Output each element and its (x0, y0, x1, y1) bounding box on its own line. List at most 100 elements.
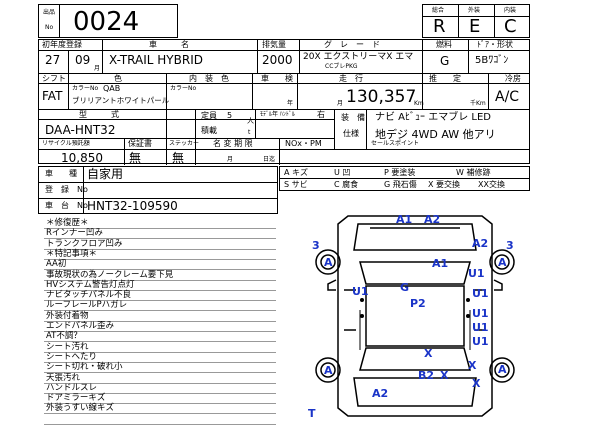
body-value: 5Bﾜｺﾞﾝ (475, 55, 509, 66)
mark-a2-front: A2 (424, 213, 441, 226)
ac-label: 冷房 (505, 74, 521, 83)
legend-w: W 補修跡 (456, 168, 491, 177)
interior-grade-label: 内装 (504, 7, 517, 14)
chassis-label: 車 台 No (45, 201, 88, 210)
load-unit: t (248, 129, 251, 136)
color-name: ブリリアントホワイトパール (72, 96, 170, 105)
mark-a1-hood: A1 (432, 257, 449, 270)
legend-p: P 要塗装 (384, 168, 416, 177)
note-line: AT不調？ (46, 331, 82, 342)
capacity-unit: 人 (247, 117, 254, 125)
mark-3-right-front: 3 (506, 239, 514, 252)
grade-name-value: 20X エクストリーマX エマ (303, 52, 414, 62)
registration-no-label: 登 録 No (45, 185, 88, 194)
inspection-month-unit: 月 (337, 100, 344, 107)
car-outline (315, 215, 515, 417)
sticker-label: ステッカー (169, 140, 200, 147)
notes-section: ＊修復歴＊Rインナー凹みトランクフロア凹み＊特記事項＊AA初事故現状の為ノークレ… (44, 218, 278, 428)
body-label: ﾄﾞｱ・形状 (477, 40, 513, 49)
model-label: 型 式 (79, 110, 119, 119)
warranty-label: 保証書 (128, 139, 152, 148)
mark-x-rear-window: X (424, 347, 433, 360)
inspection-year-unit: 年 (287, 100, 294, 107)
notes-rule (44, 300, 276, 302)
note-line: シート汚れ (46, 341, 89, 352)
notes-rule (44, 320, 276, 322)
color-label: 色 (114, 74, 122, 83)
model-value: DAA-HNT32 (45, 123, 116, 137)
transfer-label: 名 変 期 限 (213, 139, 253, 148)
equipment-line-2: 地デジ 4WD AW 他アリ (375, 128, 496, 141)
lot-box: 出品 No 0024 (38, 4, 178, 38)
legend-x: X 要交換 (428, 180, 461, 189)
notes-rule (44, 392, 276, 394)
registration-box: 車 種 自家用 登 録 No 車 台 No HNT32-109590 (38, 166, 278, 214)
legend-u: U 凹 (334, 168, 351, 177)
chassis-value: HNT32-109590 (87, 199, 178, 213)
notes-rule (44, 341, 276, 343)
mark-u1-right-door-1: U1 (472, 287, 489, 300)
damage-diagram: A1 A2 3 A A1 A2 3 U1 A U1 G P2 U1 U1 U1 … (300, 210, 530, 430)
estimate-label: 推 定 (429, 74, 461, 83)
fuel-label: 燃料 (436, 40, 452, 49)
note-line: ＊特記事項＊ (46, 248, 98, 259)
note-line: 外装うすい線キズ (46, 403, 115, 414)
mark-u1-right-door-3: U1 (472, 321, 489, 334)
grade-box: 総合 外装 内装 R E C (422, 4, 530, 38)
damage-legend: A キズ U 凹 P 要塗装 W 補修跡 S サビ C 腐食 G 飛石傷 X 要… (279, 166, 530, 191)
fuel-value: G (440, 54, 450, 68)
notes-rule (44, 351, 276, 353)
note-line: ドアミラーキズ (46, 393, 106, 404)
note-line: HVシステム警告灯点灯 (46, 279, 135, 290)
recycle-value: 10,850 (61, 151, 103, 165)
note-line: 事故現状の為ノークレーム要下見 (46, 269, 174, 280)
transfer-month: 月 (227, 156, 234, 163)
notes-rule (44, 279, 276, 281)
legend-s: S サビ (284, 180, 308, 189)
mark-a2-right-front: A2 (472, 237, 489, 250)
legend-xx: XX交換 (478, 180, 505, 189)
capacity-value: 5 (227, 111, 233, 120)
mark-a-left-front-wheel: A (324, 256, 333, 269)
sales-point-label: セールスポイント (371, 140, 420, 147)
interior-color-label: 内 装 色 (189, 74, 229, 83)
mark-u1-right-door-2: U1 (472, 307, 489, 320)
color-no-value: QAB (103, 84, 121, 93)
overall-grade-value: R (433, 16, 446, 37)
notes-rule (44, 238, 276, 240)
note-line: ＊修復歴＊ (46, 218, 89, 228)
grade-name-label: グ レ ー ド (324, 40, 380, 49)
interior-grade-value: C (504, 16, 517, 37)
estimate-unit: 千Km (470, 100, 486, 107)
reg-year: 27 (45, 53, 61, 67)
mark-p2-roof: P2 (410, 297, 426, 310)
mark-a-left-rear-wheel: A (324, 364, 333, 377)
handle-value: 右 (317, 110, 325, 119)
note-line: ナビタッチパネル不良 (46, 290, 132, 301)
note-line: ルーフレールPハガレ (46, 300, 128, 311)
handle-label: ﾓﾃﾞﾙ年 ﾊﾝﾄﾞﾙ (260, 111, 295, 118)
inspection-label: 車 検 (261, 74, 293, 83)
transfer-day: 日迄 (263, 156, 276, 163)
mark-x-right-rear: X (468, 359, 477, 372)
mark-a-right-front-wheel: A (498, 256, 507, 269)
spec-grid: 初年度登録 27 09 月 車 名 X-TRAIL HYBRID 排気量 200… (38, 39, 530, 165)
reg-label: 初年度登録 (42, 40, 82, 49)
overall-grade-label: 総合 (432, 7, 445, 14)
sticker-value: 無 (172, 151, 185, 165)
exterior-grade-value: E (469, 16, 481, 37)
notes-rule (44, 289, 276, 291)
notes-rule (44, 403, 276, 405)
grade-name-sub: CCブレPKG (325, 63, 358, 70)
ac-value: A/C (495, 89, 520, 105)
equipment-line-1: ナビ Aﾋﾞｭｰ エマブレ LED (375, 112, 491, 123)
car-name: X-TRAIL HYBRID (109, 53, 203, 67)
note-line: ハンドルスレ (46, 382, 98, 393)
note-line: エンドパネル歪み (46, 321, 115, 331)
mileage-label: 走 行 (339, 74, 363, 83)
legend-a: A キズ (284, 168, 309, 177)
equipment-label: 装 備 (341, 113, 365, 122)
load-label: 積載 (201, 126, 217, 135)
km-unit: Km (414, 100, 424, 107)
notes-rule (44, 382, 276, 384)
